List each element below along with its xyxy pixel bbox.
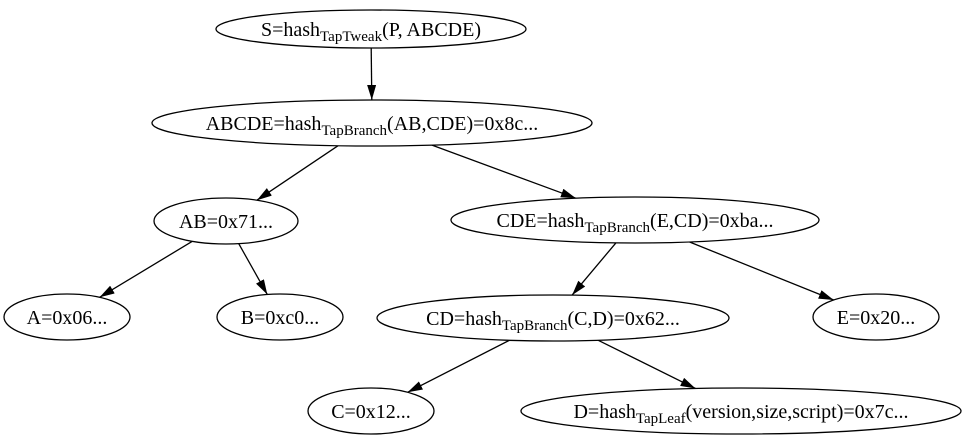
node-abcde: ABCDE=hashTapBranch(AB,CDE)=0x8c...	[151, 99, 593, 147]
edge-cd-c	[407, 339, 510, 393]
node-cd: CD=hashTapBranch(C,D)=0x62...	[376, 294, 730, 342]
edge-abcde-cde	[431, 144, 577, 199]
edge-s-abcde	[367, 47, 377, 101]
node-label-abcde: ABCDE=hashTapBranch(AB,CDE)=0x8c...	[206, 113, 539, 139]
node-label-e: E=0x20...	[837, 307, 916, 329]
node-d: D=hashTapLeaf(version,size,script)=0x7c.…	[520, 387, 962, 435]
edge-abcde-ab	[256, 145, 339, 201]
node-label-a: A=0x06...	[27, 307, 108, 329]
node-ab: AB=0x71...	[153, 197, 299, 245]
node-label-b: B=0xc0...	[241, 307, 320, 329]
node-ellipse-cde	[450, 196, 820, 244]
edge-cd-d	[597, 339, 696, 390]
edge-ab-a	[99, 240, 193, 298]
node-label-c: C=0x12...	[331, 401, 411, 423]
node-c: C=0x12...	[307, 387, 435, 435]
node-label-s: S=hashTapTweak(P, ABCDE)	[261, 19, 481, 45]
node-e: E=0x20...	[812, 293, 940, 341]
node-ellipse-a	[3, 293, 131, 341]
node-s: S=hashTapTweak(P, ABCDE)	[215, 9, 527, 49]
node-ellipse-d	[520, 387, 962, 435]
node-cde: CDE=hashTapBranch(E,CD)=0xba...	[450, 196, 820, 244]
edge-ab-b	[238, 243, 268, 295]
node-ellipse-b	[216, 293, 344, 341]
node-a: A=0x06...	[3, 293, 131, 341]
node-ellipse-e	[812, 293, 940, 341]
edge-cde-e	[689, 241, 834, 301]
edge-cde-cd	[571, 242, 617, 296]
node-ellipse-c	[307, 387, 435, 435]
node-label-d: D=hashTapLeaf(version,size,script)=0x7c.…	[573, 401, 908, 427]
node-label-cd: CD=hashTapBranch(C,D)=0x62...	[426, 308, 680, 334]
node-ellipse-s	[215, 9, 527, 49]
node-label-ab: AB=0x71...	[179, 211, 273, 233]
node-label-cde: CDE=hashTapBranch(E,CD)=0xba...	[496, 210, 773, 236]
node-b: B=0xc0...	[216, 293, 344, 341]
node-ellipse-abcde	[151, 99, 593, 147]
node-ellipse-cd	[376, 294, 730, 342]
node-ellipse-ab	[153, 197, 299, 245]
